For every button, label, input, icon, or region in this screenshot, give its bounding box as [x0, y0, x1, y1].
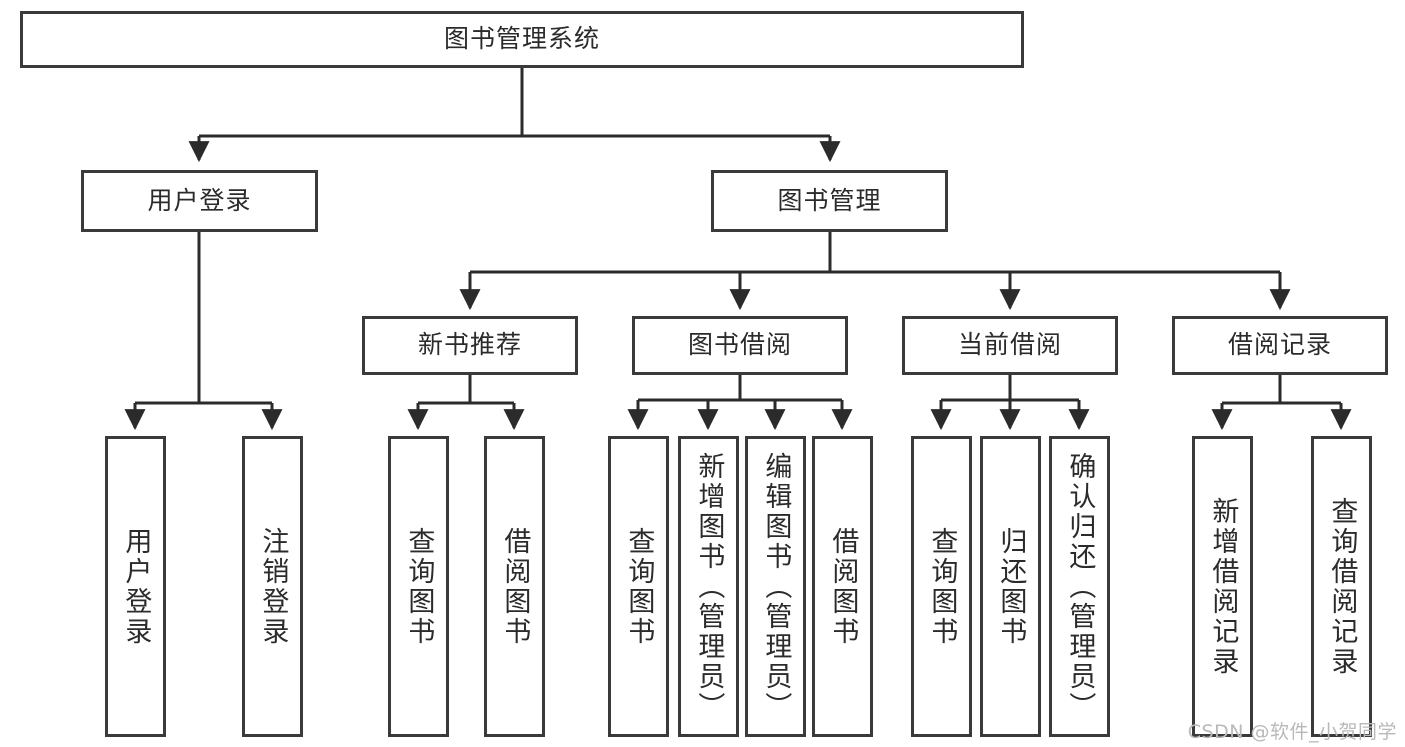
leaf-book-borrow-edit-book-admin[interactable]: 编辑图书（管理员） — [745, 436, 806, 737]
leaf-new-book-query-book[interactable]: 查询图书 — [388, 436, 449, 737]
node-label: 查询图书 — [403, 526, 435, 647]
node-label: 用户登录 — [147, 185, 252, 215]
node-label: 确认归还（管理员） — [1064, 451, 1096, 722]
node-label: 查询图书 — [623, 526, 655, 647]
leaf-current-borrow-query-book[interactable]: 查询图书 — [911, 436, 972, 737]
node-label: 归还图书 — [995, 526, 1027, 647]
node-label: 查询图书 — [926, 526, 958, 647]
leaf-current-borrow-return-book[interactable]: 归还图书 — [980, 436, 1041, 737]
node-borrow-records[interactable]: 借阅记录 — [1172, 316, 1388, 375]
node-label: 编辑图书（管理员） — [760, 451, 792, 722]
leaf-borrow-records-query-record[interactable]: 查询借阅记录 — [1311, 436, 1372, 737]
node-label: 用户登录 — [120, 526, 152, 647]
watermark-text: CSDN @软件_小贺同学 — [1187, 721, 1397, 743]
leaf-user-login-logout[interactable]: 注销登录 — [242, 436, 303, 737]
node-label: 图书借阅 — [687, 330, 792, 360]
leaf-book-borrow-borrow-book[interactable]: 借阅图书 — [812, 436, 873, 737]
leaf-current-borrow-confirm-return-admin[interactable]: 确认归还（管理员） — [1049, 436, 1110, 737]
node-label: 借阅图书 — [827, 526, 859, 647]
node-label: 借阅图书 — [499, 526, 531, 647]
node-new-book-recommend[interactable]: 新书推荐 — [362, 316, 578, 375]
node-book-management[interactable]: 图书管理 — [711, 170, 948, 232]
node-label: 新增借阅记录 — [1207, 496, 1239, 677]
node-label: 注销登录 — [257, 526, 289, 647]
leaf-book-borrow-add-book-admin[interactable]: 新增图书（管理员） — [678, 436, 739, 737]
node-label: 图书管理 — [777, 185, 882, 215]
node-book-borrow[interactable]: 图书借阅 — [632, 316, 848, 375]
node-label: 借阅记录 — [1227, 330, 1332, 360]
node-current-borrow[interactable]: 当前借阅 — [902, 316, 1118, 375]
node-label: 当前借阅 — [957, 330, 1062, 360]
node-label: 新增图书（管理员） — [693, 451, 725, 722]
leaf-new-book-borrow-book[interactable]: 借阅图书 — [484, 436, 545, 737]
leaf-book-borrow-query-book[interactable]: 查询图书 — [608, 436, 669, 737]
node-label: 查询借阅记录 — [1326, 496, 1358, 677]
leaf-user-login-login[interactable]: 用户登录 — [105, 436, 166, 737]
leaf-borrow-records-add-record[interactable]: 新增借阅记录 — [1192, 436, 1253, 737]
node-user-login[interactable]: 用户登录 — [81, 170, 318, 232]
node-label: 图书管理系统 — [443, 24, 600, 54]
node-label: 新书推荐 — [417, 330, 522, 360]
node-root-book-management-system[interactable]: 图书管理系统 — [20, 11, 1024, 68]
